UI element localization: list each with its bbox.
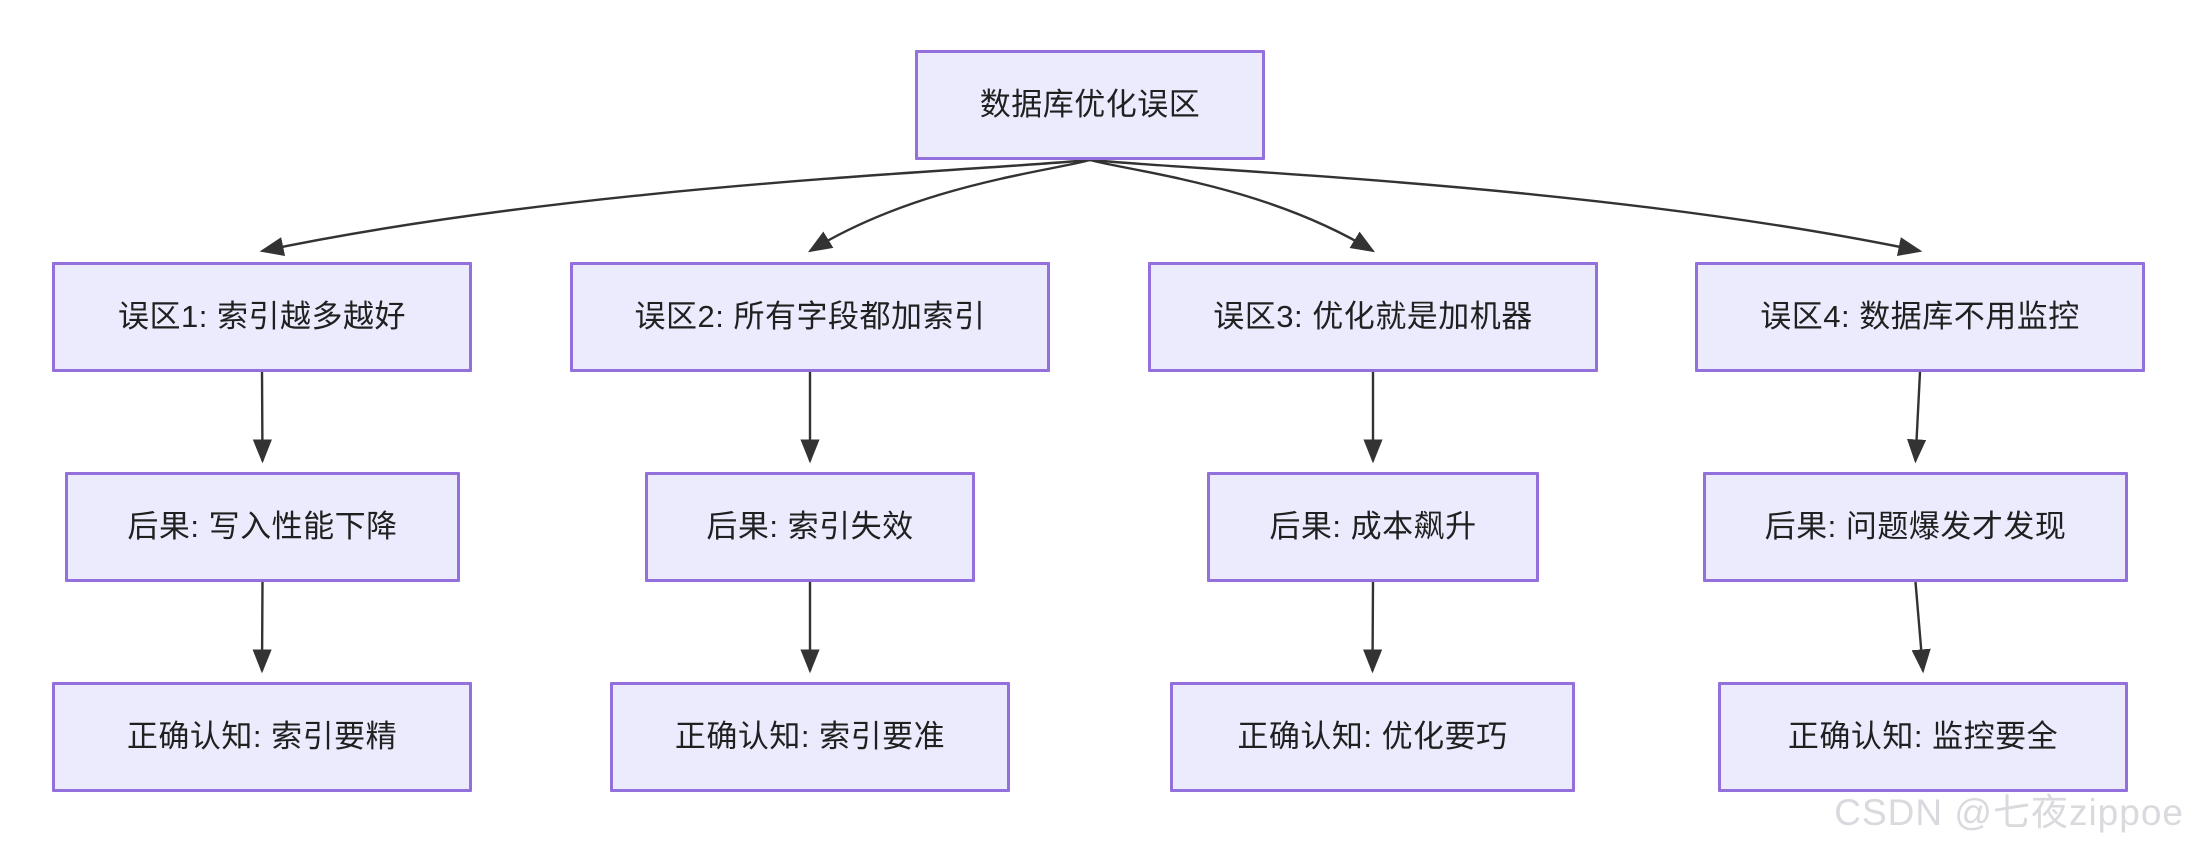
node-correct-2[interactable]: 正确认知: 索引要准 (610, 682, 1010, 792)
edge-root-to-m2 (807, 158, 1091, 253)
node-misconception-2[interactable]: 误区2: 所有字段都加索引 (570, 262, 1050, 372)
node-misconception-4[interactable]: 误区4: 数据库不用监控 (1695, 262, 2145, 372)
edge-m1-to-c1 (252, 371, 272, 464)
node-correct-4-label: 正确认知: 监控要全 (1787, 719, 2059, 755)
node-consequence-3-label: 后果: 成本飙升 (1269, 509, 1477, 545)
node-root[interactable]: 数据库优化误区 (915, 50, 1265, 160)
edge-c1-to-r1 (252, 581, 272, 674)
edge-c3-to-r3 (1363, 581, 1383, 674)
edge-root-to-m4 (1089, 158, 1923, 257)
node-misconception-4-label: 误区4: 数据库不用监控 (1760, 299, 2080, 335)
node-misconception-3-label: 误区3: 优化就是加机器 (1213, 299, 1533, 335)
node-correct-1[interactable]: 正确认知: 索引要精 (52, 682, 472, 792)
node-correct-3-label: 正确认知: 优化要巧 (1237, 719, 1508, 755)
edge-m4-to-c4 (1907, 371, 1927, 464)
node-consequence-3[interactable]: 后果: 成本飙升 (1207, 472, 1539, 582)
node-correct-1-label: 正确认知: 索引要精 (126, 719, 398, 755)
node-misconception-1[interactable]: 误区1: 索引越多越好 (52, 262, 472, 372)
watermark-text: CSDN @七夜zippoe (1834, 792, 2184, 833)
node-consequence-1-label: 后果: 写入性能下降 (127, 509, 398, 545)
node-misconception-3[interactable]: 误区3: 优化就是加机器 (1148, 262, 1598, 372)
node-consequence-2-label: 后果: 索引失效 (706, 509, 914, 545)
node-correct-4[interactable]: 正确认知: 监控要全 (1718, 682, 2128, 792)
node-consequence-4-label: 后果: 问题爆发才发现 (1764, 509, 2067, 545)
node-correct-3[interactable]: 正确认知: 优化要巧 (1170, 682, 1575, 792)
node-misconception-2-label: 误区2: 所有字段都加索引 (634, 299, 986, 335)
node-root-label: 数据库优化误区 (979, 87, 1201, 123)
edge-c4-to-r4 (1911, 581, 1931, 674)
node-misconception-1-label: 误区1: 索引越多越好 (118, 299, 406, 335)
edge-root-to-m3 (1089, 158, 1376, 253)
node-consequence-1[interactable]: 后果: 写入性能下降 (65, 472, 460, 582)
edge-root-to-m1 (259, 158, 1091, 256)
node-consequence-4[interactable]: 后果: 问题爆发才发现 (1703, 472, 2128, 582)
node-correct-2-label: 正确认知: 索引要准 (674, 719, 946, 755)
node-consequence-2[interactable]: 后果: 索引失效 (645, 472, 975, 582)
